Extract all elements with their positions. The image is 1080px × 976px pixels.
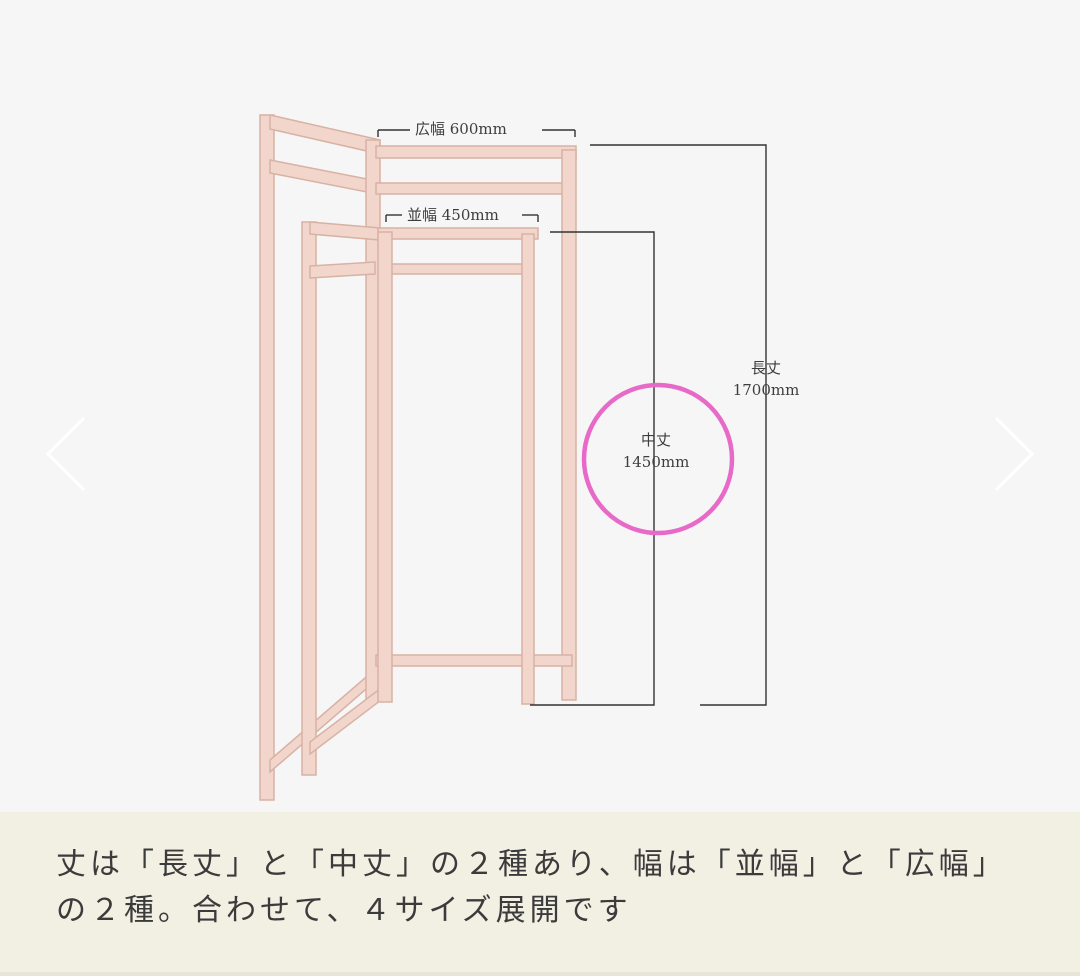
- medium-length-label: 中丈 1450mm: [608, 429, 704, 473]
- medium-length-dim-line: [530, 231, 655, 706]
- frame-wide-top-bar: [375, 145, 577, 159]
- bottom-divider: [0, 972, 1080, 976]
- frame-front-left-post: [301, 221, 317, 776]
- frame-wide-second-bar: [375, 182, 573, 195]
- wide-width-label: 広幅 600mm: [412, 120, 510, 138]
- product-photo: [45, 114, 1035, 801]
- frame-front-second-bar: [309, 261, 376, 279]
- frame-wide-bottom-bar: [375, 654, 573, 667]
- long-length-dim-line: [590, 144, 767, 706]
- frame-back-left-post: [259, 114, 275, 801]
- frame-standard-second-bar: [389, 263, 531, 275]
- frame-back-top-bar: [269, 114, 381, 155]
- medium-length-value: 1450mm: [622, 453, 690, 471]
- frame-standard-left-post: [377, 231, 393, 703]
- chevron-left-shape: [45, 416, 86, 492]
- standard-width-label: 並幅 450mm: [404, 206, 502, 224]
- next-image-button[interactable]: [990, 410, 1040, 500]
- chevron-right-shape: [994, 416, 1035, 492]
- frame-back-second-bar: [269, 159, 373, 194]
- prev-image-button[interactable]: [36, 410, 86, 500]
- long-length-name: 長丈: [750, 359, 781, 377]
- medium-length-name: 中丈: [640, 431, 671, 449]
- highlight-circle: [581, 382, 735, 536]
- caption-panel: 丈は「長丈」と「中丈」の２種あり、幅は「並幅」と「広幅」の２種。合わせて、４サイ…: [0, 812, 1080, 976]
- frame-wide-right-post: [561, 149, 577, 701]
- caption-text: 丈は「長丈」と「中丈」の２種あり、幅は「並幅」と「広幅」の２種。合わせて、４サイ…: [56, 847, 1007, 928]
- long-length-label: 長丈 1700mm: [718, 357, 814, 401]
- frame-back-bottom-bar: [269, 663, 381, 774]
- long-length-value: 1700mm: [732, 381, 800, 399]
- frame-standard-top-bar: [377, 227, 539, 240]
- frame-standard-right-post: [521, 233, 535, 705]
- image-viewer: 広幅 600mm 並幅 450mm 長丈 1700mm 中丈 1450mm: [36, 114, 1040, 801]
